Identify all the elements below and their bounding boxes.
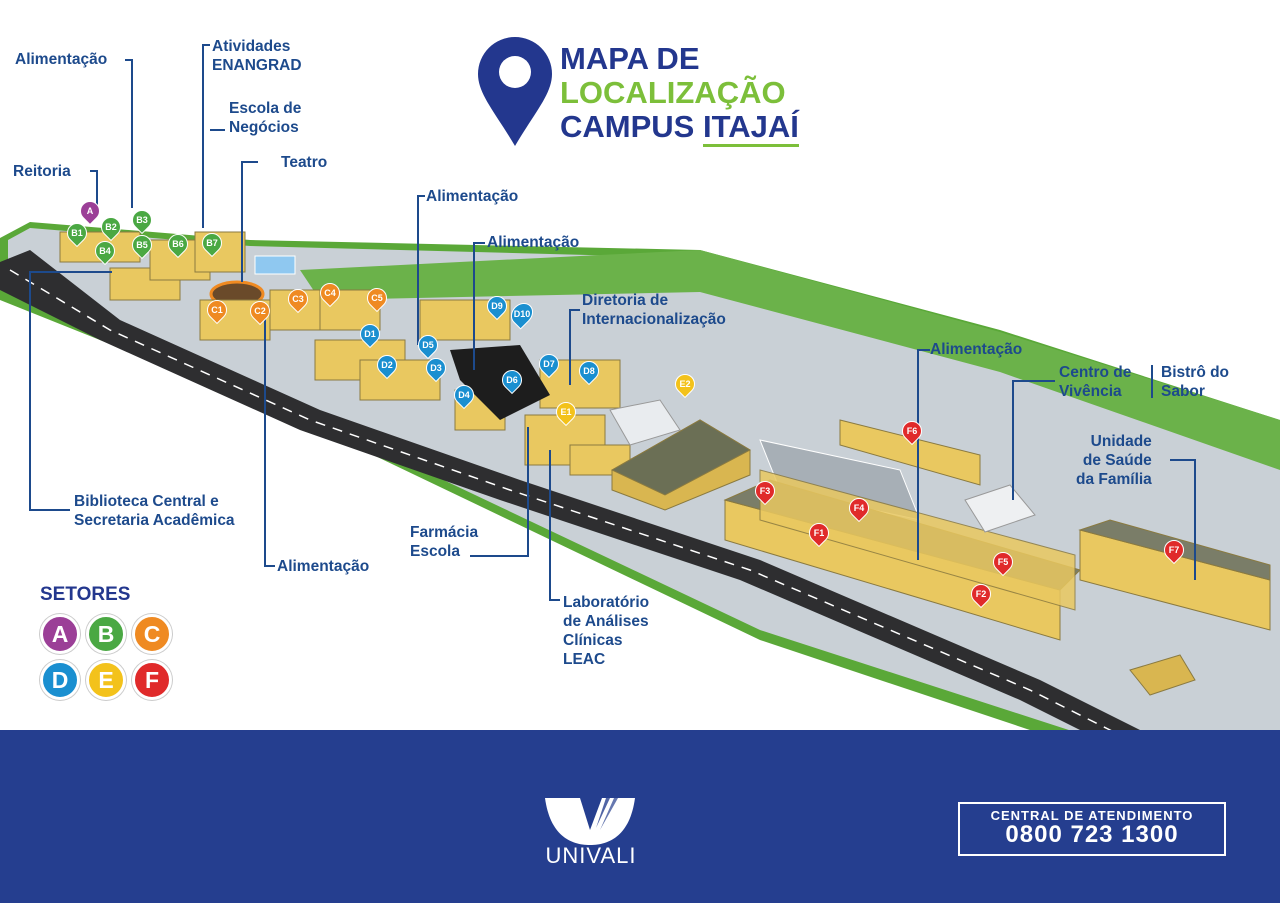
main-road <box>0 250 1200 780</box>
label-line: Unidade <box>1090 433 1152 450</box>
centro-vivencia-building <box>964 484 1036 533</box>
marker-label: D4 <box>458 390 470 400</box>
marker-label: D10 <box>513 309 531 319</box>
marker-label: F7 <box>1168 545 1180 555</box>
setor-c: C <box>132 614 172 654</box>
marker-label: F6 <box>906 426 918 436</box>
label-reitoria: Reitoria <box>13 163 71 180</box>
label-alimentacao-d2: Alimentação <box>487 234 580 251</box>
marker-label: F4 <box>853 503 865 513</box>
central-atendimento[interactable]: CENTRAL DE ATENDIMENTO 0800 723 1300 <box>958 802 1226 856</box>
univali-logo-icon <box>545 798 635 845</box>
label-line: Diretoria de <box>582 292 669 309</box>
marker-label: D9 <box>491 301 503 311</box>
central-phone[interactable]: 0800 723 1300 <box>1005 821 1179 848</box>
marker-label: E2 <box>679 379 691 389</box>
title-city: ITAJAÍ <box>702 109 799 147</box>
title-campus: CAMPUS <box>560 109 703 144</box>
label-alimentacao-d1: Alimentação <box>426 188 519 205</box>
setores-title: SETORES <box>40 584 131 605</box>
label-line: Laboratório <box>563 594 650 611</box>
label-line: Centro de <box>1059 364 1132 381</box>
label-farmacia-escola: Farmácia Escola <box>410 523 478 561</box>
label-line: Clínicas <box>563 632 623 649</box>
label-diretoria-internacionalizacao: Diretoria de Internacionalização <box>582 291 726 329</box>
marker-label: B4 <box>99 246 111 256</box>
title-line-3: CAMPUS ITAJAÍ <box>560 109 799 147</box>
label-line: Secretaria Acadêmica <box>74 512 235 529</box>
marker-label: C4 <box>324 288 336 298</box>
label-line: de Análises <box>563 613 649 630</box>
setor-d: D <box>40 660 80 700</box>
map-title: MAPA DE LOCALIZAÇÃO CAMPUS ITAJAÍ <box>560 41 799 147</box>
label-escola-negocios: Escola de Negócios <box>229 99 301 137</box>
setor-e: E <box>86 660 126 700</box>
marker-label: B2 <box>105 222 117 232</box>
label-line: ENANGRAD <box>212 57 302 74</box>
marker-label: B5 <box>136 240 148 250</box>
marker-label: E1 <box>560 407 572 417</box>
location-pin-icon <box>478 37 552 146</box>
label-biblioteca-secretaria: Biblioteca Central e Secretaria Acadêmic… <box>74 492 235 530</box>
marker-label: A <box>86 206 94 216</box>
marker-label: B1 <box>71 228 83 238</box>
marker-label: C2 <box>254 306 266 316</box>
label-alimentacao-a: Alimentação <box>15 51 108 68</box>
label-line: Farmácia <box>410 524 479 541</box>
marker-label: D6 <box>506 375 518 385</box>
marker-label: D5 <box>422 340 434 350</box>
label-centro-vivencia: Centro de Vivência <box>1059 363 1131 401</box>
buildings-sector-e <box>524 414 752 511</box>
marker-label: F2 <box>975 589 987 599</box>
title-line-2: LOCALIZAÇÃO <box>560 75 786 110</box>
label-line: Internacionalização <box>582 311 726 328</box>
label-alimentacao-f: Alimentação <box>930 341 1023 358</box>
setor-f: F <box>132 660 172 700</box>
setor-a: A <box>40 614 80 654</box>
univali-brand: UNIVALI <box>545 843 637 868</box>
marker-label: F5 <box>997 557 1009 567</box>
pool <box>254 255 296 275</box>
setor-b: B <box>86 614 126 654</box>
label-teatro: Teatro <box>281 154 328 171</box>
label-line: Escola de <box>229 100 302 117</box>
central-label: CENTRAL DE ATENDIMENTO <box>990 808 1194 823</box>
label-unidade-saude: Unidade de Saúde da Família <box>1076 432 1152 489</box>
label-line: Bistrô do <box>1161 364 1230 381</box>
marker-label: D2 <box>381 360 393 370</box>
marker-label: D7 <box>543 359 555 369</box>
marker-label: B3 <box>136 215 148 225</box>
label-line: LEAC <box>563 651 606 668</box>
footer-bar <box>0 730 1280 903</box>
label-line: Negócios <box>229 119 299 136</box>
label-line: Atividades <box>212 38 291 55</box>
marker-label: D1 <box>364 329 376 339</box>
label-laboratorio-leac: Laboratório de Análises Clínicas LEAC <box>563 593 649 669</box>
label-line: Sabor <box>1161 383 1205 400</box>
marker-label: B7 <box>206 238 218 248</box>
marker-label: B6 <box>172 239 184 249</box>
label-alimentacao-c: Alimentação <box>277 558 370 575</box>
label-line: da Família <box>1076 471 1152 488</box>
marker-label: F3 <box>759 486 771 496</box>
marker-label: C5 <box>371 293 383 303</box>
leader-lines <box>29 44 1196 601</box>
road-lane-line <box>9 269 1191 771</box>
marker-label: F1 <box>813 528 825 538</box>
tree-line <box>300 250 1280 470</box>
marker-label: C3 <box>292 294 304 304</box>
label-line: Escola <box>410 543 460 560</box>
marker-label: D3 <box>430 363 442 373</box>
marker-label: C1 <box>211 305 223 315</box>
label-line: de Saúde <box>1082 452 1152 469</box>
title-line-1: MAPA DE <box>560 41 700 76</box>
label-line: Biblioteca Central e <box>74 493 219 510</box>
label-atividades-enangrad: Atividades ENANGRAD <box>212 37 302 75</box>
label-line: Vivência <box>1059 383 1122 400</box>
white-tent <box>609 399 681 446</box>
label-bistro-sabor: Bistrô do Sabor <box>1161 363 1229 401</box>
marker-label: D8 <box>583 366 595 376</box>
